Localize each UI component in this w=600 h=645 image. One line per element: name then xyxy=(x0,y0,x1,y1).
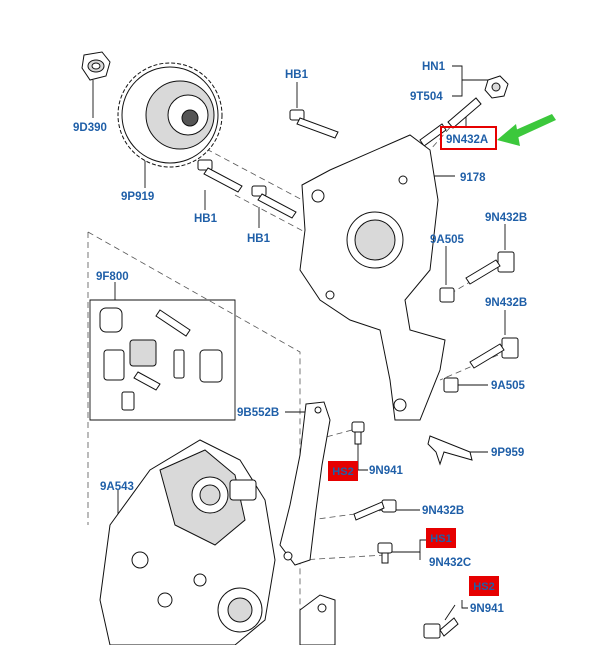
spacer-9a505-lower-part xyxy=(443,377,459,393)
label-9t504: 9T504 xyxy=(410,91,443,103)
stud-9t504-part xyxy=(447,97,482,129)
clip-9p959-part xyxy=(427,435,473,466)
highlight-box-9n432a xyxy=(440,126,497,150)
nut-hn1-part xyxy=(484,75,509,99)
badge-hs1-text: HS1 xyxy=(430,533,451,545)
lower-bracket-part xyxy=(299,594,336,645)
bolt-9n432c-part xyxy=(377,542,393,564)
kit-9f800-part xyxy=(89,299,236,421)
label-9p959: 9P959 xyxy=(491,447,524,459)
label-9n432c: 9N432C xyxy=(429,557,471,569)
label-9b552b: 9B552B xyxy=(237,407,279,419)
bolt-hb1-left-part xyxy=(197,159,243,193)
label-9n432a: 9N432A xyxy=(446,134,488,146)
label-hb1-left: HB1 xyxy=(194,213,218,225)
label-9p919: 9P919 xyxy=(121,191,154,203)
label-9n432b-upper: 9N432B xyxy=(485,212,527,224)
badge-hs2-lower: HS2 xyxy=(469,576,499,596)
nut-9d390-part xyxy=(81,51,111,81)
green-arrow-icon xyxy=(497,114,556,146)
bolt-9n941-lower-part xyxy=(423,617,459,639)
bolt-9n432b-middle-part xyxy=(469,337,519,369)
label-9d390: 9D390 xyxy=(73,122,107,134)
plate-9b552b-part xyxy=(279,401,331,566)
badge-hs1: HS1 xyxy=(426,528,456,548)
label-9n432b-middle: 9N432B xyxy=(485,297,527,309)
part-labels: 9D390 9P919 HB1 HB1 HB1 HN1 9T504 9N432A… xyxy=(73,61,527,615)
label-9a505-upper: 9A505 xyxy=(430,234,464,246)
leader-lines xyxy=(92,65,506,621)
bolt-9n432b-lower-part xyxy=(353,499,397,521)
bolt-hb1-lower-part xyxy=(251,185,297,219)
label-hn1: HN1 xyxy=(422,61,446,73)
label-9n432b-lower: 9N432B xyxy=(422,505,464,517)
bolt-9n432b-upper-part xyxy=(465,251,515,285)
sprocket-9p919-part xyxy=(117,62,223,168)
label-9a543: 9A543 xyxy=(100,481,134,493)
spacer-9a505-upper-part xyxy=(439,287,455,303)
label-9f800: 9F800 xyxy=(96,271,129,283)
bracket-9178-part xyxy=(299,134,446,421)
label-hb1-lower: HB1 xyxy=(247,233,271,245)
label-9a505-lower: 9A505 xyxy=(491,380,525,392)
pump-9a543-part xyxy=(99,439,276,645)
label-hb1-top: HB1 xyxy=(285,69,309,81)
bolt-9n941-upper-part xyxy=(351,421,365,445)
badge-hs2-upper-text: HS2 xyxy=(332,466,353,478)
label-9178: 9178 xyxy=(460,172,486,184)
label-9n941-upper: 9N941 xyxy=(369,465,403,477)
badge-hs2-lower-text: HS2 xyxy=(473,581,494,593)
badge-hs2-upper: HS2 xyxy=(328,461,358,481)
bolt-hb1-top-part xyxy=(289,109,339,139)
label-9n941-lower: 9N941 xyxy=(470,603,504,615)
